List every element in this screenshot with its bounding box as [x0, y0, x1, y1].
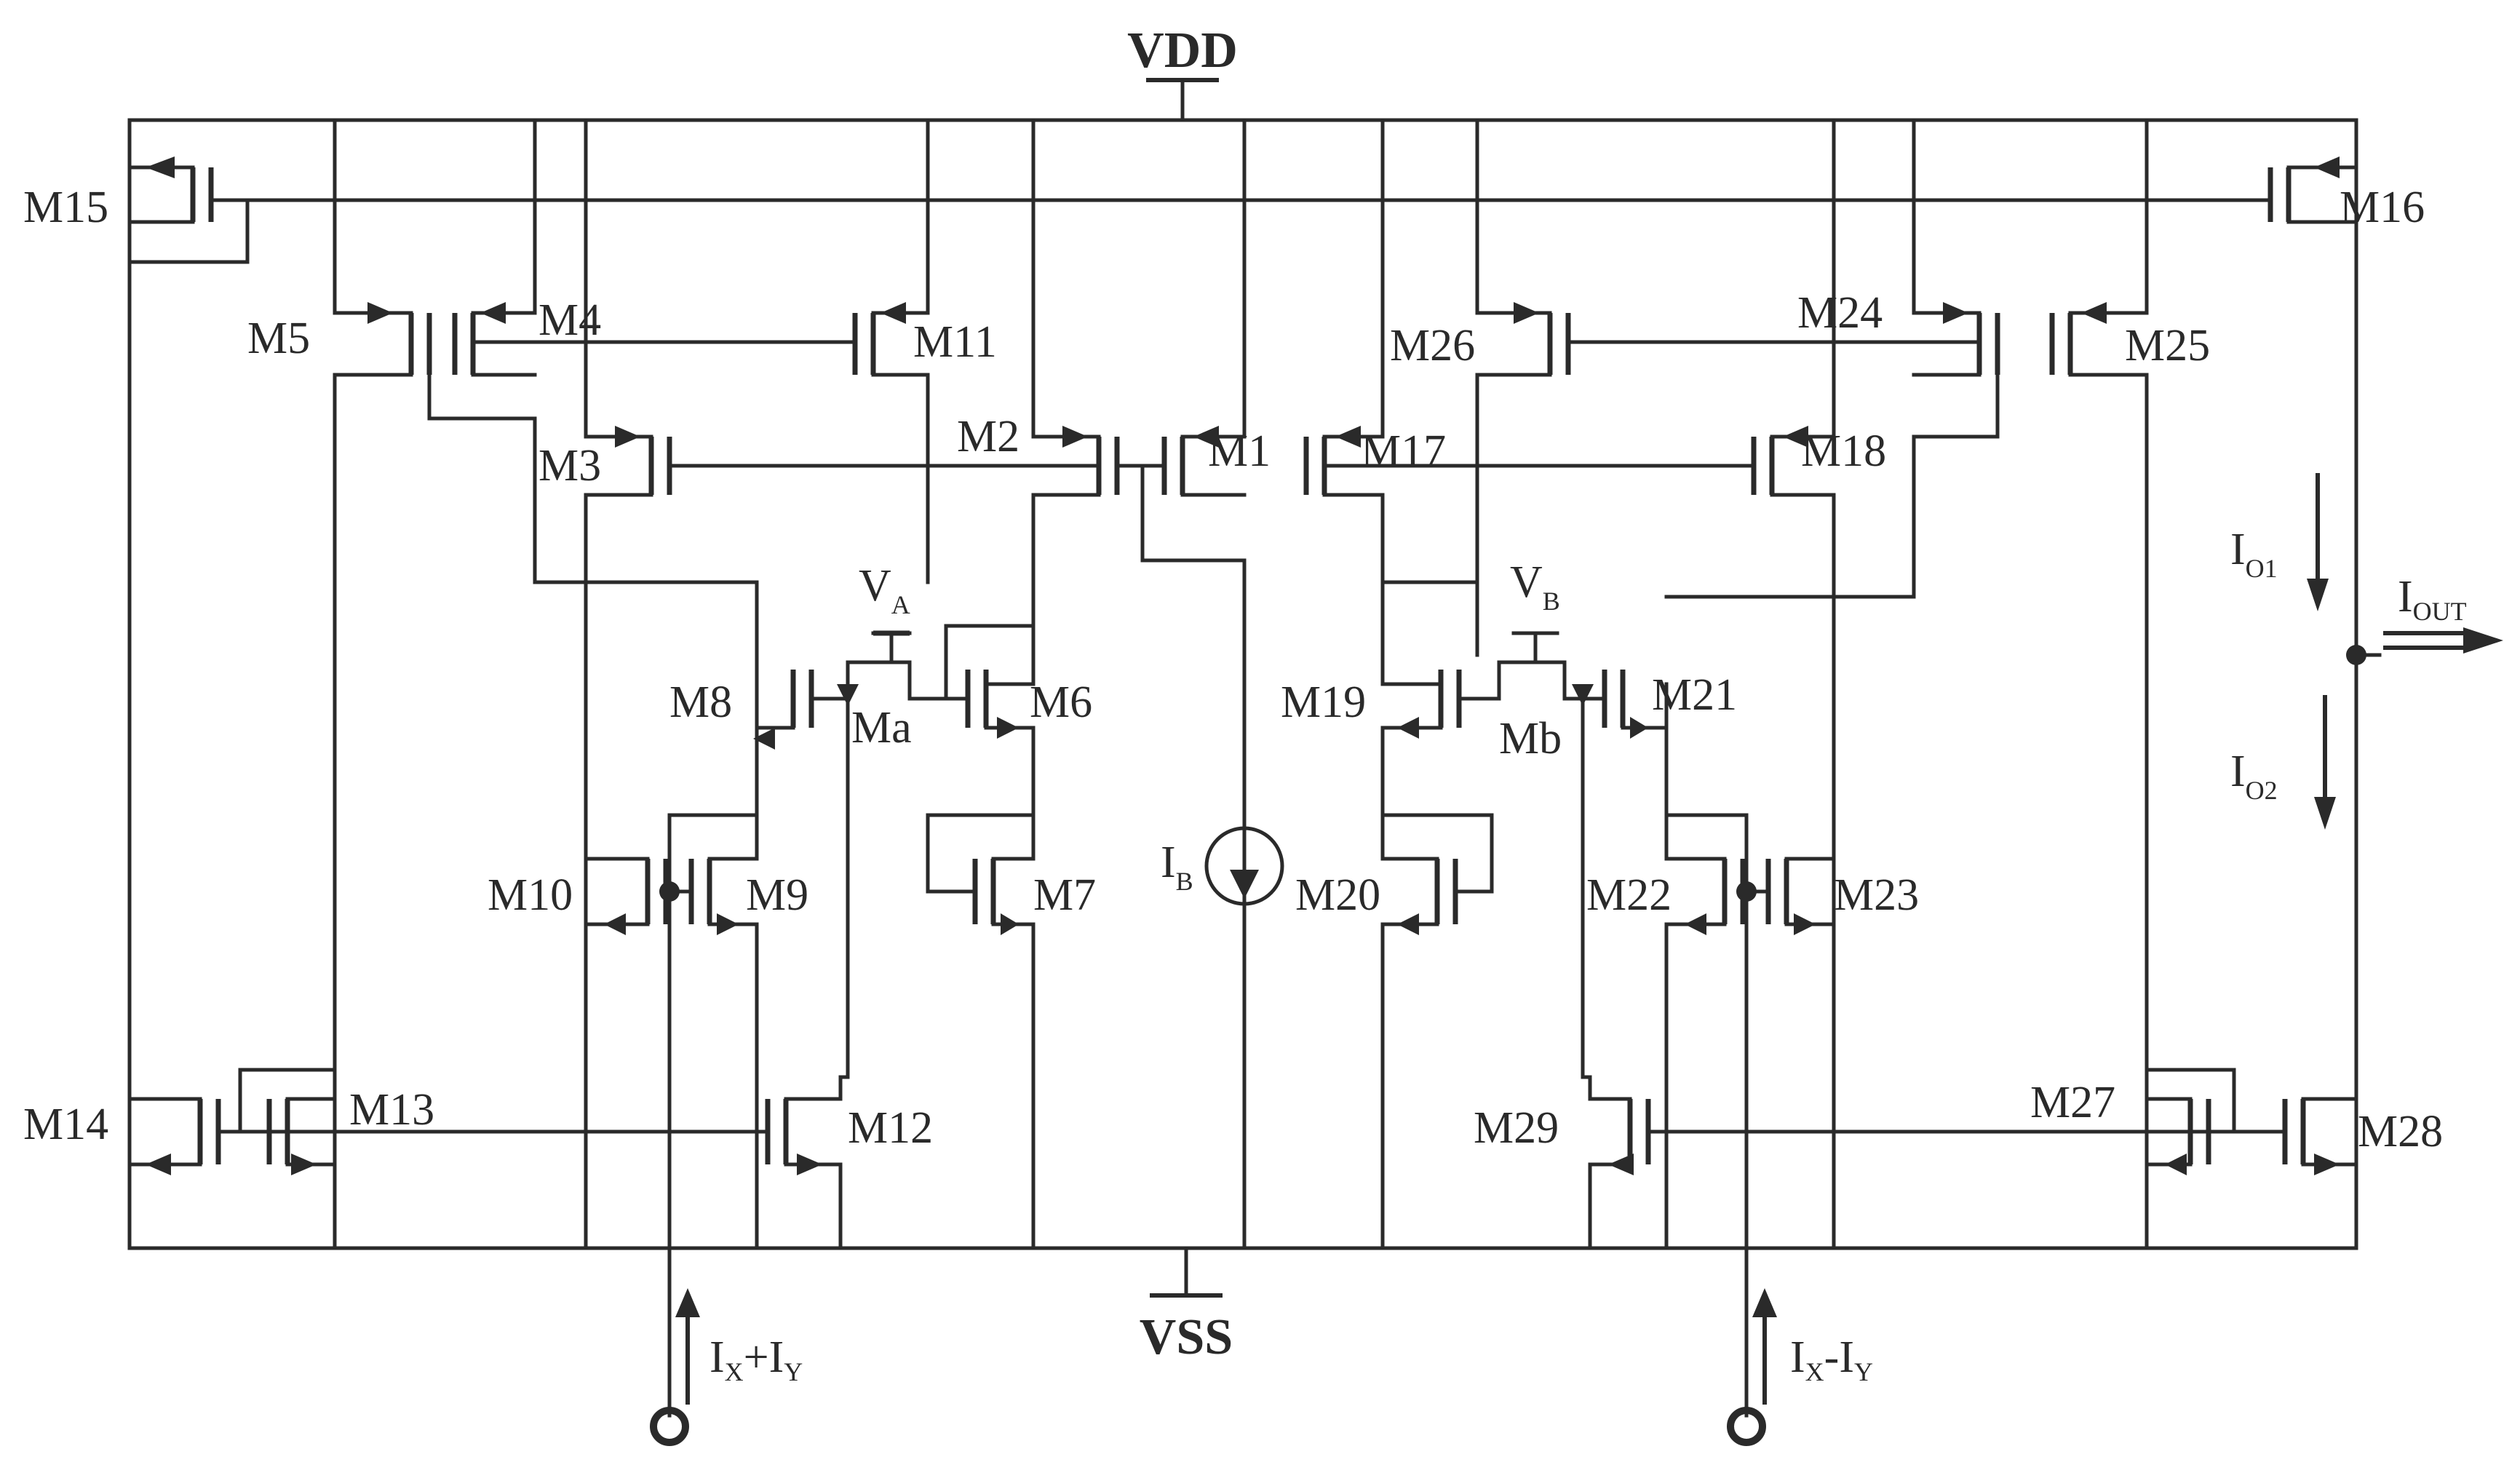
ib-label: IB — [1161, 838, 1193, 896]
label-m26: M26 — [1390, 321, 1475, 370]
label-m23: M23 — [1834, 870, 1919, 920]
label-m16: M16 — [2340, 183, 2425, 232]
input-labels: IX+IY IX-IY — [710, 1333, 1873, 1386]
label-m13: M13 — [349, 1085, 434, 1135]
junction-dot — [659, 881, 680, 902]
label-m28: M28 — [2358, 1107, 2443, 1156]
nodes — [650, 645, 2382, 1446]
current-labels: IO1 IO2 IOUT — [2230, 525, 2467, 805]
input-label-difference: IX-IY — [1790, 1333, 1873, 1386]
iout-label: IOUT — [2398, 572, 2467, 626]
label-ma: Ma — [851, 703, 912, 753]
label-m20: M20 — [1295, 870, 1380, 920]
label-m12: M12 — [848, 1103, 933, 1153]
label-m24: M24 — [1797, 288, 1883, 338]
label-m4: M4 — [538, 295, 601, 345]
label-m7: M7 — [1033, 870, 1096, 920]
label-m29: M29 — [1474, 1103, 1559, 1153]
input-label-sum: IX+IY — [710, 1333, 803, 1386]
vss-label: VSS — [1140, 1309, 1233, 1365]
va-label: VA — [859, 561, 910, 619]
label-m11: M11 — [913, 317, 997, 367]
vdd-label: VDD — [1127, 23, 1238, 79]
label-m25: M25 — [2125, 321, 2210, 370]
label-mb: Mb — [1499, 714, 1562, 763]
io2-label: IO2 — [2230, 747, 2278, 805]
label-m2: M2 — [957, 412, 1019, 461]
label-m14: M14 — [23, 1100, 108, 1149]
junction-dot — [1736, 881, 1757, 902]
label-m10: M10 — [488, 870, 573, 920]
io1-label: IO1 — [2230, 525, 2278, 583]
label-m21: M21 — [1652, 670, 1737, 720]
transistor-labels: M15 M16 M5 M4 M11 M26 M24 M25 M3 M2 M1 M… — [23, 183, 2443, 1156]
input-terminal-2 — [1727, 1407, 1766, 1446]
label-m27: M27 — [2030, 1078, 2115, 1127]
label-m17: M17 — [1361, 426, 1446, 476]
label-m5: M5 — [247, 314, 310, 363]
label-m22: M22 — [1586, 870, 1672, 920]
label-m3: M3 — [538, 441, 601, 491]
label-m8: M8 — [669, 678, 732, 727]
label-m6: M6 — [1030, 678, 1092, 727]
label-m18: M18 — [1801, 426, 1886, 476]
label-m19: M19 — [1281, 678, 1366, 727]
input-terminal-1 — [650, 1407, 689, 1446]
source-labels: VA VB IB — [859, 557, 1560, 896]
label-m9: M9 — [746, 870, 808, 920]
arrows — [146, 156, 2503, 1405]
vb-label: VB — [1510, 557, 1560, 616]
wiring — [127, 118, 2358, 1418]
label-m1: M1 — [1208, 426, 1271, 476]
label-m15: M15 — [23, 183, 108, 232]
